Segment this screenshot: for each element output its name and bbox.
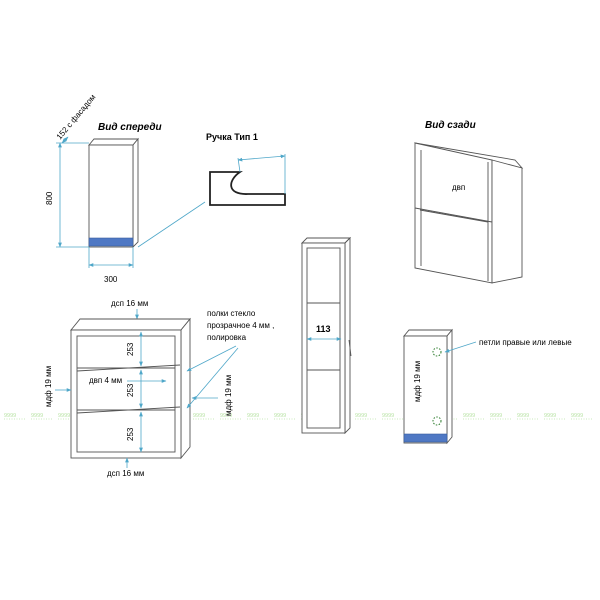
side-section-handle	[348, 339, 352, 357]
glass-shelf-arrow-2	[186, 347, 239, 409]
glass-shelf-arrow-1	[186, 345, 237, 372]
glass-shelf-note: полки стекло прозрачное 4 мм , полировка	[207, 309, 277, 342]
cabinet-inner	[76, 335, 176, 453]
watermark-text: 9999	[247, 413, 259, 419]
hinge-view: петли правые или левые мдф 19 мм	[403, 328, 572, 445]
side-section-side	[344, 236, 351, 435]
top-hinge-marker	[432, 347, 442, 357]
section-3-label: 253	[126, 427, 135, 441]
bottom-panel-label: дсп 16 мм	[107, 469, 144, 478]
back-view-divider	[414, 207, 493, 223]
front-view-body	[88, 144, 134, 248]
glass-shelf-note-line-2: прозрачное 4 мм ,	[207, 321, 274, 330]
back-view: Вид сзади двп	[413, 120, 524, 284]
watermark-text: 9999	[571, 413, 583, 419]
section-2-label: 253	[126, 383, 135, 397]
front-view: Вид спереди 800 300 152 с фасадом	[45, 93, 206, 284]
hinge-note: петли правые или левые	[479, 338, 572, 347]
watermark-text: 9999	[382, 413, 394, 419]
watermark-text: 9999	[274, 413, 286, 419]
handle-leader-line	[137, 201, 206, 248]
back-panel-material-label: двп 4 мм	[89, 376, 122, 385]
watermark-text: 9999	[544, 413, 556, 419]
watermark-text: 9999	[463, 413, 475, 419]
right-side-label: мдф 19 мм	[224, 375, 233, 416]
handle-title: Ручка Тип 1	[206, 132, 258, 142]
cabinet-right-side	[180, 317, 191, 460]
door-material-label: мдф 19 мм	[413, 361, 422, 402]
watermark-text: 9999	[517, 413, 529, 419]
watermark-text: 9999	[31, 413, 43, 419]
front-view-top-face	[88, 138, 139, 146]
back-panel-label: двп	[452, 183, 465, 192]
back-view-back-panel	[414, 142, 493, 284]
hinge-view-top	[403, 329, 453, 337]
width-label: 300	[104, 275, 118, 284]
hinge-arrow	[444, 341, 477, 353]
watermark-text: 9999	[58, 413, 70, 419]
depth-label: 152 с фасадом	[55, 93, 98, 142]
watermark-text: 9999	[490, 413, 502, 419]
handle-ext-left	[237, 157, 241, 173]
side-section-top	[300, 237, 352, 244]
cabinet-top	[70, 318, 191, 331]
front-view-plinth	[88, 237, 134, 247]
back-view-divider-2	[419, 209, 489, 223]
handle-shape	[209, 171, 286, 206]
handle-width-dimension	[237, 154, 286, 162]
back-view-title: Вид сзади	[425, 120, 476, 131]
side-section-view: 113	[300, 236, 352, 435]
bottom-hinge-marker	[432, 416, 442, 426]
top-panel-label: дсп 16 мм	[111, 299, 148, 308]
shelf-2-depth	[76, 406, 181, 414]
depth-dimension-line	[61, 136, 69, 144]
watermark-text: 9999	[193, 413, 205, 419]
side-depth-label: 113	[316, 324, 331, 334]
hinge-view-door	[403, 335, 448, 444]
front-view-title: Вид спереди	[98, 122, 162, 133]
glass-shelf-note-line-1: полки стекло	[207, 309, 256, 318]
cabinet-front	[70, 329, 182, 459]
handle-profile: Ручка Тип 1	[206, 132, 286, 206]
hinge-view-plinth	[403, 433, 448, 443]
glass-shelf-note-line-3: полировка	[207, 333, 247, 342]
shelf-view: дсп 16 мм 253 253 253 двп 4 мм мдф 19 мм…	[44, 299, 277, 478]
hinge-view-side	[446, 328, 453, 445]
section-1-label: 253	[126, 342, 135, 356]
left-side-label: мдф 19 мм	[44, 366, 53, 407]
back-view-side	[491, 159, 523, 284]
watermark-text: 9999	[220, 413, 232, 419]
side-section-body	[301, 242, 346, 434]
watermark-text: 9999	[4, 413, 16, 419]
shelf-1-depth	[76, 364, 181, 372]
front-view-side-face	[132, 137, 139, 249]
height-label: 800	[45, 191, 54, 205]
watermark-text: 9999	[355, 413, 367, 419]
